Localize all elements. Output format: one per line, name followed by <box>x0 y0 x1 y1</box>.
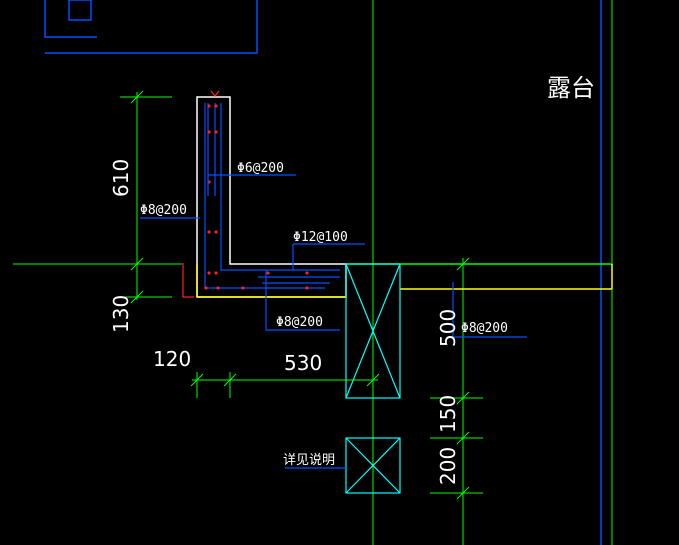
dim-200: 200 <box>436 447 460 485</box>
rebar-label-phi6: Φ6@200 <box>237 161 284 176</box>
red-top-tick <box>210 90 220 97</box>
dim-610: 610 <box>109 159 133 197</box>
detail-note-label: 详见说明 <box>283 453 335 468</box>
dim-130: 130 <box>109 295 133 333</box>
leader-lines <box>140 174 527 469</box>
top-left-outline <box>44 0 258 54</box>
red-bracket <box>182 263 194 298</box>
section-outline <box>196 96 347 298</box>
dim-120: 120 <box>153 347 191 371</box>
dim-530: 530 <box>284 351 322 375</box>
section-edge-yellow <box>196 264 346 298</box>
rebar-lines <box>204 103 340 289</box>
detail-box <box>345 437 401 494</box>
balcony-label: 露台 <box>547 74 595 102</box>
rebar-label-phi8-bottom: Φ8@200 <box>276 315 323 330</box>
slab-lines <box>346 263 613 290</box>
dim-150: 150 <box>436 395 460 433</box>
dimension-lines <box>120 90 483 500</box>
rebar-label-phi12: Φ12@100 <box>293 230 348 245</box>
dim-500: 500 <box>436 309 460 347</box>
rebar-label-phi8-right: Φ8@200 <box>461 321 508 336</box>
rebar-label-phi8-left: Φ8@200 <box>140 203 187 218</box>
